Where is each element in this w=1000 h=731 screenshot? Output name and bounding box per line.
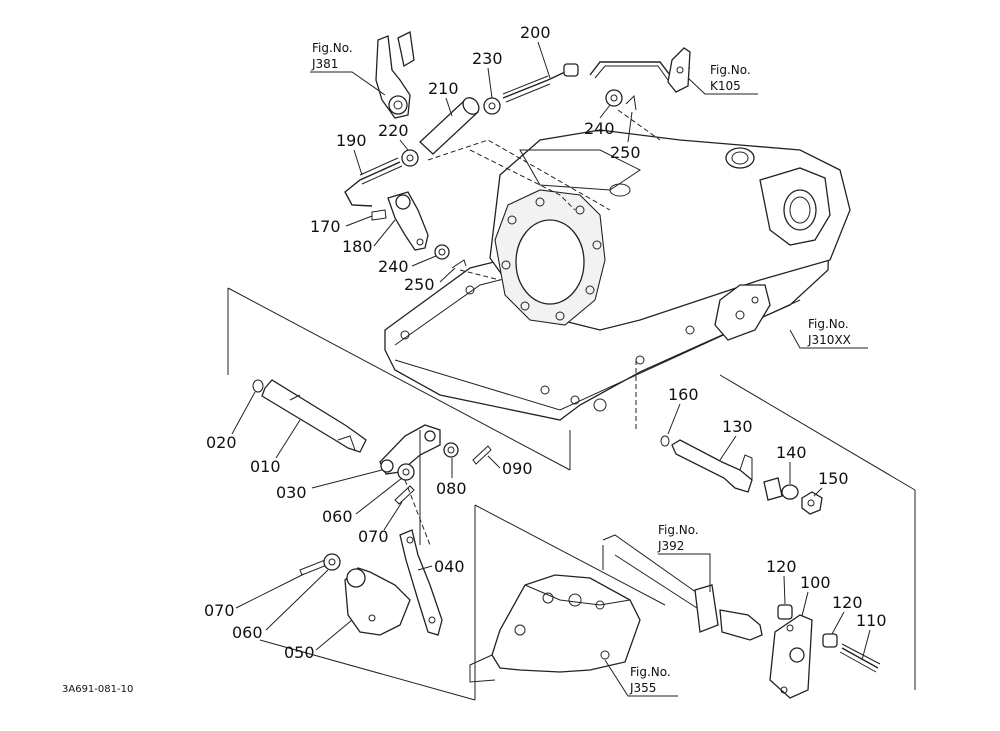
part-label-200: 200: [520, 23, 551, 42]
upper-linkage: [344, 31, 691, 281]
part-label-220: 220: [378, 121, 409, 140]
part-label-070-upper: 070: [358, 527, 389, 546]
fig-ref-j381-line1: Fig.No.: [312, 41, 353, 55]
part-label-190: 190: [336, 131, 367, 150]
control-valve: [469, 504, 881, 700]
fig-ref-j381-line2: J381: [311, 57, 338, 71]
fig-ref-j310xx-line2: J310XX: [807, 333, 851, 347]
part-label-160: 160: [668, 385, 699, 404]
part-label-230: 230: [472, 49, 503, 68]
part-label-120-lower: 120: [832, 593, 863, 612]
fig-ref-k105-line1: Fig.No.: [710, 63, 751, 77]
fig-ref-j310xx: Fig.No. J310XX: [789, 317, 868, 349]
left-lower-linkage: [227, 287, 571, 701]
fig-ref-j355-line2: J355: [629, 681, 656, 695]
part-label-140: 140: [776, 443, 807, 462]
part-label-170: 170: [310, 217, 341, 236]
fig-ref-j310xx-line1: Fig.No.: [808, 317, 849, 331]
part-label-100: 100: [800, 573, 831, 592]
part-label-090: 090: [502, 459, 533, 478]
part-label-060-lower: 060: [232, 623, 263, 642]
fig-ref-k105: Fig.No. K105: [687, 63, 758, 95]
part-callouts: 200 230 210 220 190 240 250 170 180 240 …: [204, 23, 887, 662]
part-label-250-upper: 250: [610, 143, 641, 162]
transmission-housing: [384, 129, 851, 421]
part-label-020: 020: [206, 433, 237, 452]
part-label-010: 010: [250, 457, 281, 476]
right-shaft: [635, 360, 916, 690]
part-label-210: 210: [428, 79, 459, 98]
part-label-060-upper: 060: [322, 507, 353, 526]
part-label-080: 080: [436, 479, 467, 498]
fig-ref-j392-line1: Fig.No.: [658, 523, 699, 537]
fig-ref-k105-line2: K105: [710, 79, 741, 93]
part-label-180: 180: [342, 237, 373, 256]
part-label-050: 050: [284, 643, 315, 662]
part-label-120-upper: 120: [766, 557, 797, 576]
part-label-030: 030: [276, 483, 307, 502]
fig-ref-j392: Fig.No. J392: [657, 523, 711, 592]
part-label-240-upper: 240: [584, 119, 615, 138]
part-label-070-lower: 070: [204, 601, 235, 620]
part-label-250-lower: 250: [404, 275, 435, 294]
part-label-110: 110: [856, 611, 887, 630]
fig-ref-j355-line1: Fig.No.: [630, 665, 671, 679]
fig-ref-j381: Fig.No. J381: [310, 41, 386, 96]
fig-ref-j355: Fig.No. J355: [604, 659, 678, 697]
part-label-240-lower: 240: [378, 257, 409, 276]
part-label-130: 130: [722, 417, 753, 436]
drawing-code: 3A691-081-10: [62, 684, 133, 695]
part-label-040: 040: [434, 557, 465, 576]
fig-ref-j392-line2: J392: [657, 539, 684, 553]
part-label-150: 150: [818, 469, 849, 488]
